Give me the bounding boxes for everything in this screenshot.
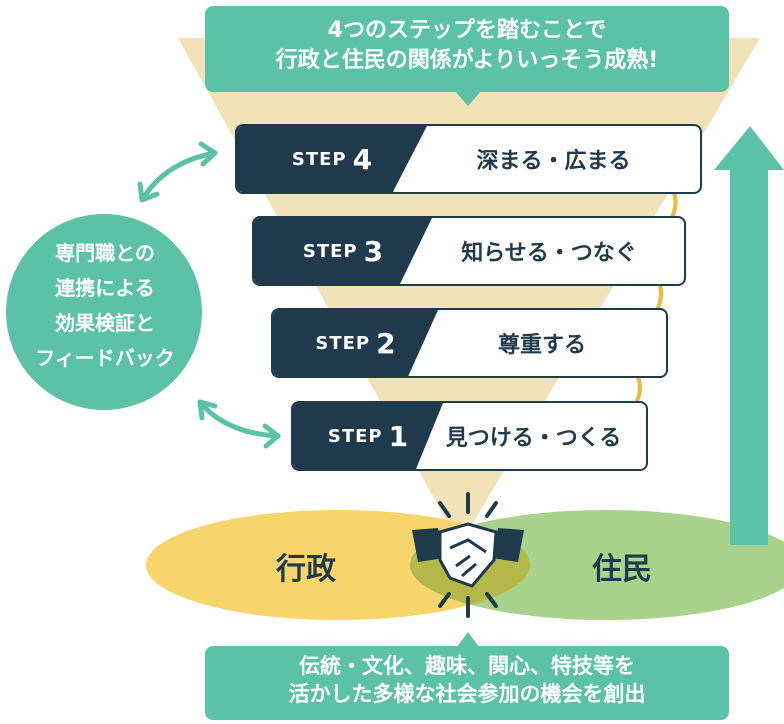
step-1-prefix: STEP <box>327 425 383 447</box>
step-1-badge: STEP 1 <box>293 403 443 469</box>
step-2-badge: STEP 2 <box>273 310 438 376</box>
double-arrow-icon <box>197 399 281 449</box>
residents-label: 住民 <box>592 552 652 587</box>
step-2-box: STEP 2 尊重する <box>271 308 668 378</box>
handshake-icon <box>412 492 524 618</box>
feedback-circle <box>6 214 202 410</box>
top-callout-line-2: 行政と住民の関係がよりいっそう成熟! <box>275 47 659 73</box>
bottom-callout-line-1: 伝統・文化、趣味、関心、特技等を <box>299 654 635 678</box>
up-arrow-icon <box>714 126 784 545</box>
step-2-label: 尊重する <box>497 333 586 358</box>
bottom-callout-pointer <box>456 632 480 648</box>
top-callout: 4つのステップを踏むことで 行政と住民の関係がよりいっそう成熟! <box>205 6 729 92</box>
circle-line-4: フィードバック <box>35 346 175 370</box>
circle-line-1: 専門職との <box>55 241 155 265</box>
step-4-box: STEP 4 深まる・広まる <box>235 124 702 194</box>
feedback-circle-text: 専門職との 連携による 効果検証と フィードバック <box>10 236 200 376</box>
bottom-callout-line-2: 活かした多様な社会参加の機会を創出 <box>288 682 646 707</box>
step-4-badge: STEP 4 <box>237 126 427 192</box>
step-3-badge: STEP 3 <box>254 218 432 284</box>
bottom-callout: 伝統・文化、趣味、関心、特技等を 活かした多様な社会参加の機会を創出 <box>205 646 729 720</box>
step-3-prefix: STEP <box>302 240 358 262</box>
step-3-box: STEP 3 知らせる・つなぐ <box>252 216 686 286</box>
step-1-number: 1 <box>388 419 409 453</box>
step-4-label: 深まる・広まる <box>476 149 631 174</box>
circle-line-3: 効果検証と <box>55 311 155 335</box>
step-2-number: 2 <box>376 326 396 360</box>
step-4-prefix: STEP <box>291 148 347 170</box>
circle-line-2: 連携による <box>55 276 155 300</box>
step-3-label: 知らせる・つなぐ <box>461 241 637 266</box>
top-callout-pointer <box>454 90 482 106</box>
step-3-number: 3 <box>363 234 384 268</box>
double-arrow-icon <box>137 141 218 203</box>
step-2-prefix: STEP <box>315 332 371 354</box>
government-label: 行政 <box>276 552 336 587</box>
top-callout-line-1: 4つのステップを踏むことで <box>327 18 607 43</box>
step-4-number: 4 <box>352 142 373 176</box>
step-1-box: STEP 1 見つける・つくる <box>291 401 648 471</box>
step-1-label: 見つける・つくる <box>445 426 622 451</box>
